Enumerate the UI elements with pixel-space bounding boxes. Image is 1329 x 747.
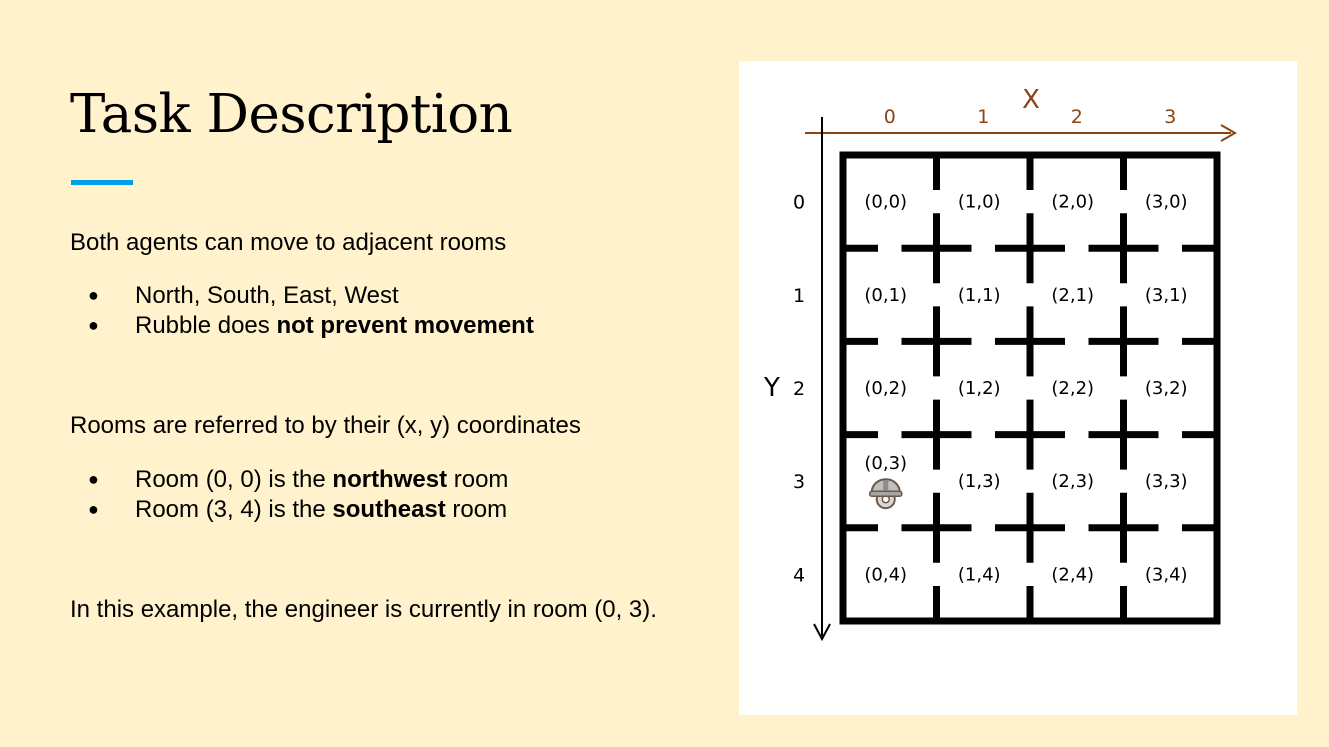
- room-label: (0,2): [864, 378, 907, 399]
- bullet-item: ● Rubble does not prevent movement: [88, 311, 534, 341]
- y-axis-label: Y: [763, 373, 780, 403]
- bullet-text: Room (3, 4) is the: [135, 495, 333, 523]
- bullet-item: ● North, South, East, West: [88, 281, 534, 311]
- room-label: (0,4): [864, 564, 907, 585]
- bullet-dot-icon: ●: [88, 314, 99, 335]
- slide-title: Task Description: [70, 84, 513, 145]
- x-axis-tick-label: 2: [1071, 106, 1083, 128]
- y-axis-tick-label: 1: [793, 285, 805, 307]
- movement-bullet-list: ● North, South, East, West ● Rubble does no…: [88, 281, 534, 340]
- bullet-item: ● Room (3, 4) is the southeast room: [88, 495, 508, 525]
- room-label: (2,4): [1051, 564, 1094, 585]
- y-axis-tick-label: 3: [793, 471, 805, 493]
- room-label: (2,3): [1051, 471, 1094, 492]
- room-label: (1,2): [958, 378, 1001, 399]
- bullet-text: Rubble does: [135, 311, 277, 339]
- bullet-bold-text: northwest: [332, 466, 448, 493]
- room-label: (3,0): [1145, 192, 1188, 213]
- room-label: (2,2): [1051, 378, 1094, 399]
- room-label: (2,1): [1051, 285, 1094, 306]
- bullet-dot-icon: ●: [88, 469, 99, 489]
- movement-intro: Both agents can move to adjacent rooms: [70, 229, 507, 256]
- coordinates-intro: Rooms are referred to by their (x, y) co…: [70, 412, 581, 439]
- engineer-hardhat-icon: [869, 478, 903, 510]
- room-label: (0,3): [864, 453, 907, 474]
- bullet-text: North, South, East, West: [135, 282, 399, 309]
- bullet-text: Room (0, 0) is the: [135, 466, 333, 493]
- bullet-trailing-text: room: [445, 495, 508, 523]
- bullet-dot-icon: ●: [88, 285, 99, 305]
- room-label: (2,0): [1051, 192, 1094, 213]
- bullet-bold-text: not prevent movement: [276, 311, 534, 339]
- bullet-bold-text: southeast: [332, 495, 446, 523]
- y-axis-tick-label: 4: [793, 564, 805, 586]
- example-text: In this example, the engineer is current…: [70, 596, 657, 623]
- x-axis-tick-label: 3: [1164, 106, 1176, 128]
- room-label: (3,1): [1145, 285, 1188, 306]
- room-label: (3,2): [1145, 378, 1188, 399]
- title-accent-bar: [71, 180, 133, 185]
- room-label: (1,3): [958, 471, 1001, 492]
- coordinates-bullet-list: ● Room (0, 0) is the northwest room ● Room …: [88, 465, 508, 524]
- room-label: (0,0): [864, 192, 907, 213]
- y-axis-arrowhead: [813, 623, 831, 642]
- room-label: (1,0): [958, 192, 1001, 213]
- x-axis-arrowhead: [1220, 124, 1238, 142]
- bullet-item: ● Room (0, 0) is the northwest room: [88, 465, 508, 495]
- bullet-dot-icon: ●: [88, 498, 99, 519]
- x-axis-tick-label: 1: [977, 106, 989, 128]
- y-axis-tick-label: 0: [793, 192, 805, 214]
- room-label: (1,4): [958, 564, 1001, 585]
- room-label: (3,4): [1145, 564, 1188, 585]
- bullet-trailing-text: room: [447, 466, 509, 493]
- y-axis-tick-label: 2: [793, 378, 805, 400]
- x-axis-label: X: [1022, 85, 1040, 115]
- room-label: (0,1): [864, 285, 907, 306]
- x-axis-tick-label: 0: [884, 106, 896, 128]
- room-label: (3,3): [1145, 471, 1188, 492]
- room-label: (1,1): [958, 285, 1001, 306]
